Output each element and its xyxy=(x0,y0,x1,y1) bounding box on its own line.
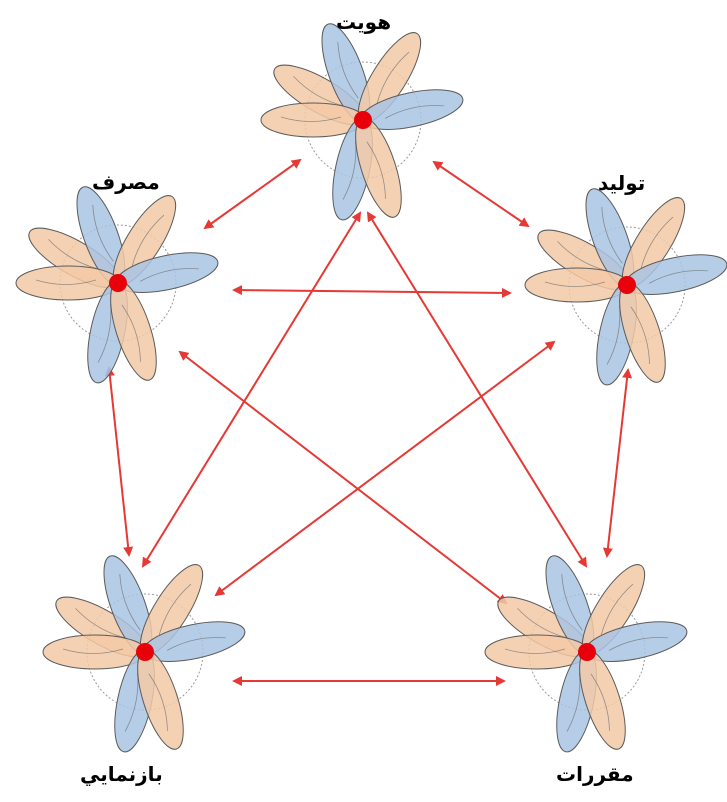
node-label-reproduction: بازنمايي xyxy=(80,762,163,786)
flower-reproduction xyxy=(43,550,248,755)
hub-reproduction xyxy=(136,643,154,661)
hub-identity xyxy=(354,111,372,129)
arrow-production-regulations xyxy=(607,370,628,556)
hub-regulations xyxy=(578,643,596,661)
flowers-layer xyxy=(16,18,727,755)
arrow-consumption-reproduction xyxy=(109,368,129,555)
flower-identity xyxy=(261,18,466,223)
hub-production xyxy=(618,276,636,294)
node-label-consumption: مصرف xyxy=(92,170,160,194)
flower-regulations xyxy=(485,550,690,755)
arrow-consumption-regulations xyxy=(180,352,506,603)
node-label-regulations: مقررات xyxy=(556,762,634,786)
node-label-production: توليد xyxy=(598,171,645,195)
arrow-identity-regulations xyxy=(368,213,586,566)
arrow-production-reproduction xyxy=(216,342,554,595)
arrow-identity-production xyxy=(434,162,528,226)
flower-consumption xyxy=(16,181,221,386)
arrow-consumption-production xyxy=(234,290,510,293)
node-label-identity: هويت xyxy=(336,10,391,34)
hub-consumption xyxy=(109,274,127,292)
flower-production xyxy=(525,183,727,388)
arrow-identity-consumption xyxy=(205,160,300,228)
